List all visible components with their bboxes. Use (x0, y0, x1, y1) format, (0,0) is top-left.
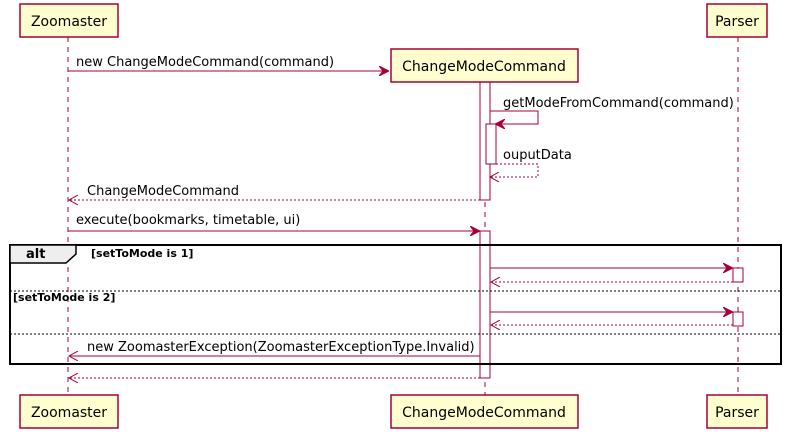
message-create-label: new ChangeModeCommand(command) (76, 55, 334, 70)
message-getmode-label: getModeFromCommand(command) (503, 96, 734, 111)
alt-operator-label: alt (26, 247, 45, 262)
participant-parser-top: Parser (706, 3, 768, 38)
message-output-label: ouputData (503, 148, 572, 163)
activation-parser-1 (732, 267, 744, 283)
alt-guard-2: [setToMode is 2] (13, 291, 115, 304)
participant-zoomaster-bottom: Zoomaster (19, 394, 119, 429)
participant-zoomaster-bottom-label: Zoomaster (31, 405, 107, 421)
participant-parser-bottom: Parser (706, 394, 768, 429)
participant-parser-bottom-label: Parser (715, 405, 759, 421)
message-return-command-label: ChangeModeCommand (87, 184, 239, 199)
message-output-arrow (490, 163, 539, 177)
message-getmode-arrow (490, 110, 539, 124)
activation-command-nested (485, 123, 497, 165)
activation-command-2 (479, 230, 491, 379)
participant-changemodecommand-bottom-label: ChangeModeCommand (402, 405, 566, 421)
participant-changemodecommand-bottom: ChangeModeCommand (390, 394, 579, 429)
participant-parser-label: Parser (715, 14, 759, 30)
alt-frame-tab (9, 244, 77, 264)
participant-zoomaster-label: Zoomaster (31, 14, 107, 30)
participant-changemodecommand-label: ChangeModeCommand (402, 59, 566, 75)
participant-zoomaster-top: Zoomaster (19, 3, 119, 38)
alt-guard-1: [setToMode is 1] (91, 247, 193, 260)
message-exception-label: new ZoomasterException(ZoomasterExceptio… (87, 340, 475, 355)
alt-frame (9, 244, 782, 365)
participant-changemodecommand-created: ChangeModeCommand (390, 48, 579, 83)
message-execute-label: execute(bookmarks, timetable, ui) (76, 213, 300, 228)
activation-parser-2 (732, 311, 744, 327)
